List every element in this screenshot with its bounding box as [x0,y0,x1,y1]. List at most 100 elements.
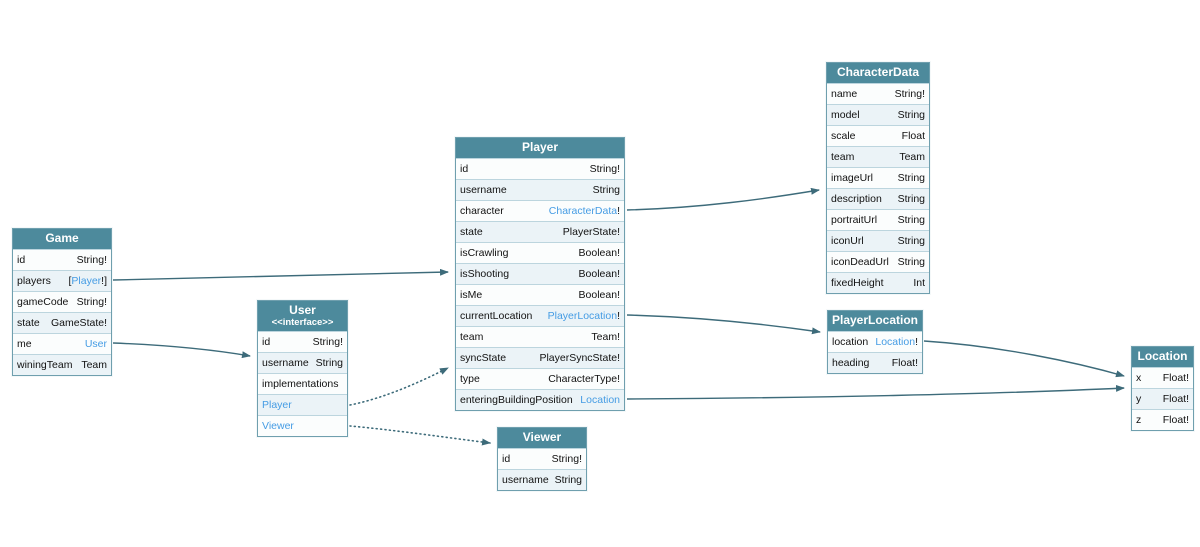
table-header-user[interactable]: User<<interface>> [258,301,347,331]
field-row-characterdata-name: name String! [827,83,929,104]
field-type: String [898,214,925,226]
field-row-user-Viewer[interactable]: Viewer [258,414,347,436]
field-type: String! [895,88,925,100]
field-type: CharacterType! [548,373,620,385]
type-link[interactable]: CharacterData [548,205,618,217]
field-name: currentLocation [460,310,533,322]
type-text: Float! [1162,372,1189,384]
table-subtitle: <<interface>> [271,316,334,328]
field-name: character [460,205,504,217]
table-header-location[interactable]: Location [1132,347,1193,367]
table-header-viewer[interactable]: Viewer [498,428,586,448]
type-text: String [897,214,925,226]
table-header-characterdata[interactable]: CharacterData [827,63,929,83]
field-name: x [1136,372,1142,384]
field-type: Boolean! [579,289,620,301]
type-text: String [897,193,925,205]
type-text: String! [76,254,107,266]
type-text: CharacterType! [548,373,620,385]
type-suffix: ! [915,336,918,348]
field-name: heading [832,357,870,369]
field-row-player-character[interactable]: character CharacterData! [456,200,624,221]
field-type: CharacterData! [549,205,620,217]
field-type: String [593,184,620,196]
table-title: PlayerLocation [831,313,919,327]
type-link[interactable]: Location [580,394,620,406]
field-row-game-players[interactable]: players [Player!] [13,270,111,291]
table-title: Viewer [522,430,562,444]
field-row-player-type: type CharacterType! [456,368,624,389]
field-type: Team [81,359,107,371]
field-type: String [898,172,925,184]
field-name: id [460,163,469,175]
type-link[interactable]: User [84,338,107,350]
implementation-link[interactable]: Viewer [262,419,294,432]
field-name: isShooting [460,268,510,280]
type-link[interactable]: Location [875,336,916,348]
type-prefix: [ [68,275,72,287]
edge-user.Player-to-player [349,367,449,406]
edge-user.Viewer-to-viewer [349,425,491,446]
field-name: name [831,88,858,100]
table-header-game[interactable]: Game [13,229,111,249]
table-header-playerlocation[interactable]: PlayerLocation [828,311,922,331]
type-suffix: ! [617,310,620,322]
type-link[interactable]: Player [71,275,102,287]
field-row-player-id: id String! [456,158,624,179]
field-row-user-Player[interactable]: Player [258,393,347,415]
type-suffix: !] [101,275,107,287]
field-name: iconDeadUrl [831,256,889,268]
field-name: scale [831,130,856,142]
field-name: type [460,373,480,385]
field-row-characterdata-scale: scale Float [827,125,929,146]
field-type: String! [590,163,620,175]
table-title: Game [45,231,79,245]
field-name: z [1136,414,1142,426]
implementation-link[interactable]: Player [262,398,292,411]
field-type: [Player!] [68,275,107,287]
field-type: String [898,256,925,268]
field-row-playerlocation-location[interactable]: location Location! [828,331,922,352]
edge-game.players-to-player [112,268,449,281]
edge-player.character-to-characterdata [626,187,820,211]
field-name: players [17,275,51,287]
table-header-player[interactable]: Player [456,138,624,158]
field-name: syncState [460,352,507,364]
field-row-player-currentLocation[interactable]: currentLocation PlayerLocation! [456,305,624,326]
field-type: Float [902,130,925,142]
field-name: model [831,109,860,121]
table-title: Player [521,140,559,154]
type-link[interactable]: PlayerLocation [547,310,618,322]
type-text: Boolean! [578,247,620,259]
field-name: location [832,336,869,348]
field-type: String [898,235,925,247]
edge-player.currentLocation-to-playerlocation [626,314,821,335]
type-text: String [554,474,582,486]
field-row-user-implementations: implementations [258,372,347,394]
field-type: Location! [875,336,918,348]
